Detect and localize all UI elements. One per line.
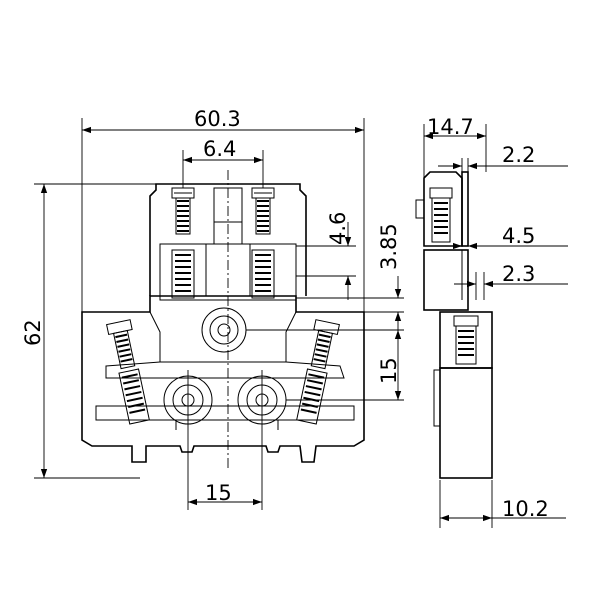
dim-screw-pitch: 6.4 [203,137,236,161]
dimension-lines [34,118,568,528]
front-clamp-bar [105,361,345,379]
dim-gap-2-2: 2.2 [502,143,535,167]
dim-height-4-6: 4.6 [326,212,350,245]
dim-overall-width: 60.3 [194,107,241,131]
front-lower-bevel [149,311,297,362]
dim-hole-pitch: 15 [205,481,232,505]
screw-angled-left [106,319,150,425]
dim-height-15: 15 [377,357,401,384]
dim-base-depth: 10.2 [502,497,549,521]
screw-top-right [251,187,275,299]
screw-angled-right [296,319,340,425]
side-tab [415,199,425,219]
side-lower-threads [458,330,474,356]
centerlines [187,170,263,510]
dim-depth-top: 14.7 [427,115,474,139]
side-screw-thread [431,197,451,243]
dim-gap-2-3: 2.3 [502,262,535,286]
front-body-outline [81,295,365,463]
screw-top-left [171,187,195,299]
side-screw-threads [434,202,448,234]
dim-height-3-85: 3.85 [377,223,401,270]
side-base-tab [433,369,441,427]
side-lower-screw-head [453,315,479,327]
side-lower-block [439,311,493,369]
dim-overall-height: 62 [21,319,45,346]
side-view [415,171,493,479]
front-view [81,183,365,463]
side-lower-screw [455,325,477,365]
front-rail-foot [95,405,355,421]
side-plate [461,171,469,247]
dimension-labels: 60.3 6.4 14.7 2.2 4.5 2.3 10.2 15 4.6 3.… [21,107,549,521]
hole-top-center [201,307,247,353]
side-screw-head [429,187,453,199]
side-middle-body [423,249,469,311]
dim-height-4-5: 4.5 [502,224,535,248]
side-base [439,367,493,479]
